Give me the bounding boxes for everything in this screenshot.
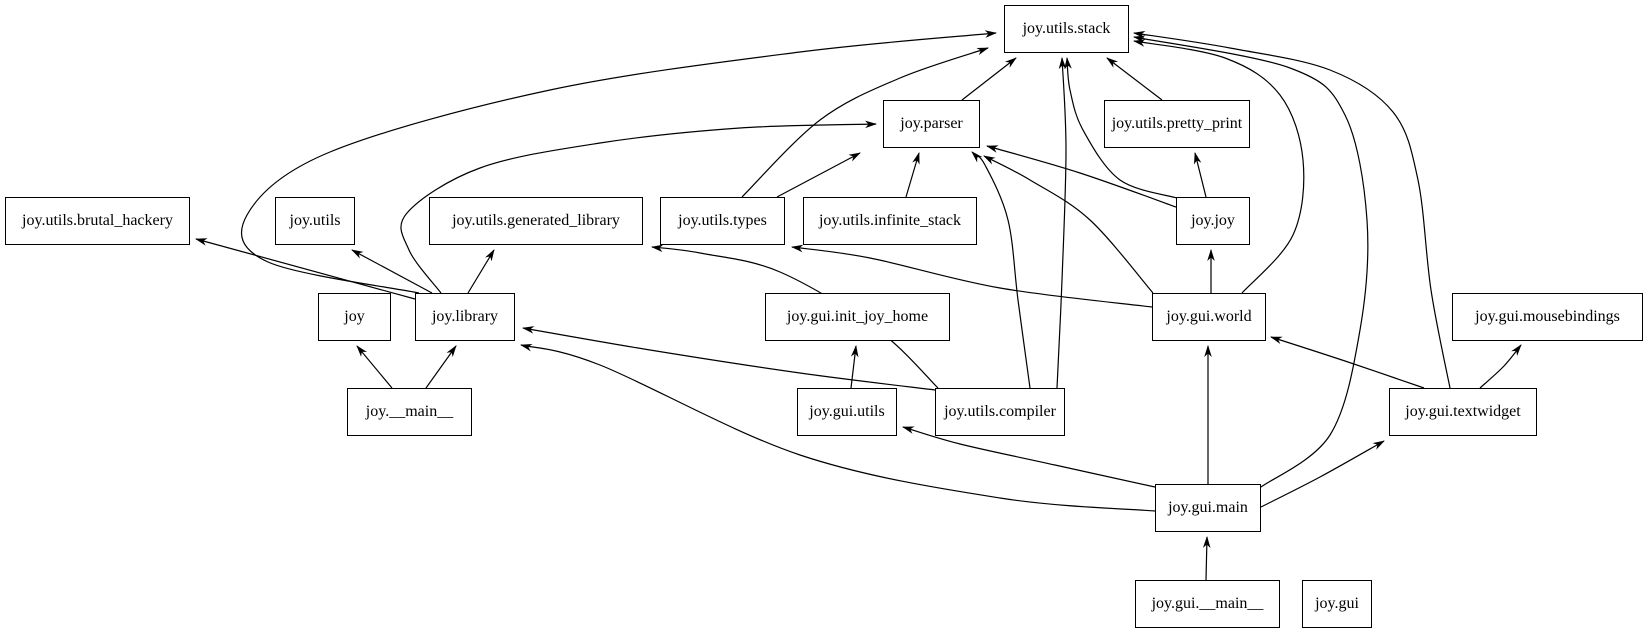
node-label-joy-gui-world: joy.gui.world: [1166, 308, 1252, 325]
node-label-joy-library: joy.library: [431, 308, 499, 325]
node-joy-utils: joy.utils: [275, 197, 355, 245]
edge-joy-gui-textwidget-to-joy-gui-world: [1270, 336, 1425, 389]
node-label-joy-gui-mousebindings: joy.gui.mousebindings: [1475, 308, 1620, 325]
node-label-joy-joy: joy.joy: [1191, 212, 1235, 229]
edge-joy-gui-world-to-joy-parser: [983, 155, 1154, 294]
node-joy-library: joy.library: [415, 293, 515, 341]
node-joy-gui-init-joy-home: joy.gui.init_joy_home: [765, 293, 950, 341]
edges-group: [195, 30, 1522, 581]
node-joy-joy: joy.joy: [1176, 197, 1250, 245]
edge-joy-parser-to-joy-utils-stack: [961, 57, 1017, 101]
edge-joy-main-to-joy-library: [425, 345, 457, 389]
node-joy-gui: joy.gui: [1302, 580, 1372, 628]
edge-joy-utils-pretty-print-to-joy-utils-stack: [1106, 57, 1163, 101]
edge-joy-library-to-joy-parser: [400, 120, 877, 294]
edge-joy-library-to-joy-utils-stack: [240, 30, 997, 294]
edge-joy-utils-compiler-to-joy-utils-stack: [1056, 57, 1067, 389]
edge-joy-gui-world-to-joy-utils-stack: [1133, 39, 1305, 294]
node-label-joy-main: joy.__main__: [365, 403, 454, 420]
node-label-joy-gui-main: joy.gui.__main__: [1151, 595, 1264, 612]
edge-joy-library-to-joy-utils-generated-library: [467, 249, 495, 294]
node-label-joy-parser: joy.parser: [900, 115, 963, 132]
node-label-joy-utils-pretty-print: joy.utils.pretty_print: [1111, 115, 1243, 132]
edge-joy-gui-world-to-joy-utils-types: [791, 244, 1153, 308]
node-joy-utils-stack: joy.utils.stack: [1004, 5, 1129, 53]
node-label-joy: joy: [344, 308, 365, 325]
node-label-joy-utils-infinite-stack: joy.utils.infinite_stack: [818, 212, 962, 229]
node-label-joy-utils-types: joy.utils.types: [678, 212, 767, 229]
node-joy-parser: joy.parser: [883, 100, 980, 148]
edge-joy-gui-textwidget-to-joy-utils-stack: [1133, 30, 1451, 389]
edge-joy-library-to-joy-utils-brutal-hackery: [195, 238, 416, 300]
node-label-joy-gui-main: joy.gui.main: [1168, 499, 1248, 516]
node-label-joy-utils-brutal-hackery: joy.utils.brutal_hackery: [22, 212, 173, 229]
node-joy: joy: [318, 293, 391, 341]
edge-joy-joy-to-joy-utils-stack: [1064, 57, 1178, 199]
edge-joy-gui-utils-to-joy-gui-init-joy-home: [850, 345, 859, 389]
node-joy-gui-world: joy.gui.world: [1152, 293, 1266, 341]
edge-joy-utils-compiler-to-joy-utils-generated-library: [651, 244, 939, 389]
node-joy-utils-compiler: joy.utils.compiler: [935, 388, 1065, 436]
node-joy-utils-types: joy.utils.types: [660, 197, 785, 245]
node-joy-gui-mousebindings: joy.gui.mousebindings: [1452, 293, 1643, 341]
edge-joy-joy-to-joy-parser: [986, 145, 1177, 208]
node-label-joy-utils-stack: joy.utils.stack: [1022, 20, 1111, 37]
edge-joy-main-to-joy: [356, 345, 393, 389]
node-joy-utils-infinite-stack: joy.utils.infinite_stack: [803, 197, 977, 245]
node-joy-utils-generated-library: joy.utils.generated_library: [429, 197, 643, 245]
edge-joy-library-to-joy-utils: [351, 249, 433, 294]
edge-joy-utils-types-to-joy-utils-stack: [741, 47, 989, 198]
edge-joy-utils-types-to-joy-parser: [776, 152, 861, 198]
edge-joy-utils-compiler-to-joy-parser: [971, 151, 1031, 389]
edge-joy-joy-to-joy-utils-pretty-print: [1193, 152, 1207, 198]
node-label-joy-gui: joy.gui: [1315, 595, 1359, 612]
edge-joy-utils-compiler-to-joy-library: [522, 326, 936, 391]
edge-joy-utils-infinite-stack-to-joy-parser: [905, 152, 920, 198]
node-label-joy-gui-init-joy-home: joy.gui.init_joy_home: [786, 308, 929, 325]
node-joy-gui-textwidget: joy.gui.textwidget: [1389, 388, 1537, 436]
node-label-joy-utils: joy.utils: [289, 212, 341, 229]
node-joy-gui-main: joy.gui.__main__: [1135, 580, 1280, 628]
node-label-joy-gui-utils: joy.gui.utils: [809, 403, 885, 420]
edge-joy-gui-main-to-joy-library: [520, 343, 1156, 512]
node-joy-gui-utils: joy.gui.utils: [797, 388, 897, 436]
node-label-joy-gui-textwidget: joy.gui.textwidget: [1405, 403, 1521, 420]
edge-joy-gui-main-to-joy-utils-stack: [1133, 35, 1369, 488]
edge-joy-gui-main-to-joy-gui-textwidget: [1260, 440, 1385, 508]
edge-joy-gui-textwidget-to-joy-gui-mousebindings: [1479, 344, 1522, 389]
node-label-joy-utils-generated-library: joy.utils.generated_library: [452, 212, 620, 229]
edge-joy-gui-main-to-joy-gui-utils: [902, 426, 1156, 488]
node-joy-gui-main: joy.gui.main: [1155, 484, 1261, 532]
edge-joy-gui-main-to-joy-gui-main: [1202, 536, 1211, 581]
node-joy-main: joy.__main__: [347, 388, 472, 436]
node-label-joy-utils-compiler: joy.utils.compiler: [944, 403, 1056, 420]
node-joy-utils-brutal-hackery: joy.utils.brutal_hackery: [5, 197, 190, 245]
node-joy-utils-pretty-print: joy.utils.pretty_print: [1104, 100, 1250, 148]
